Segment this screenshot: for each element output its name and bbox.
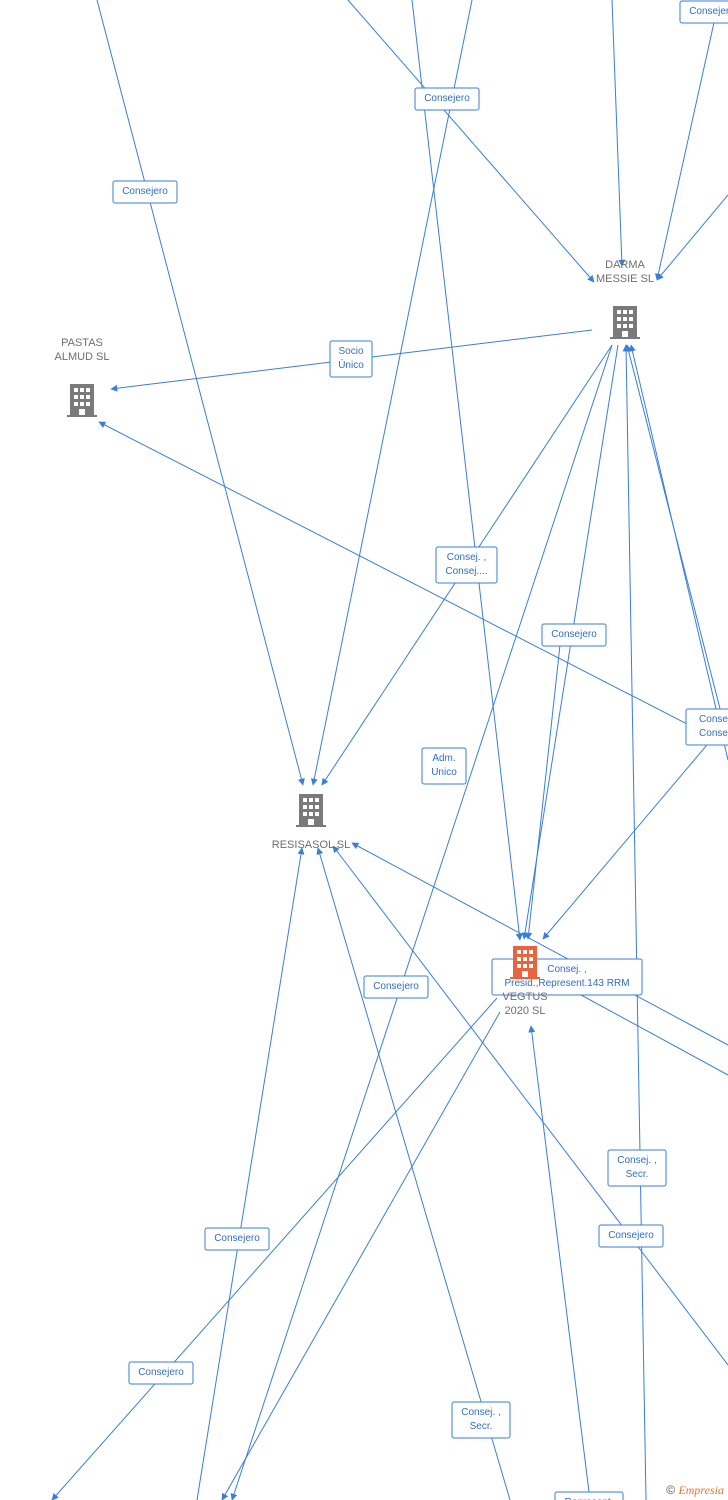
node-pastas[interactable]: PASTAS ALMUD SL [54,337,110,417]
edge-label-text: Consejero [373,981,419,992]
footer: © Empresia [664,1483,726,1498]
edge-2 [347,0,595,283]
edge-10 [542,719,728,940]
edge-label-l6[interactable]: Consejero [541,623,607,647]
edge-label-l7[interactable]: Consej. Consej. [685,708,728,746]
edge-label-text: Represent. [565,1497,614,1500]
company-nodes: PASTAS ALMUD SL DARMA MESSIE SL RESISASOL SL… [54,259,654,1017]
building-icon [510,946,540,979]
edge-labels: ConsejeroConsejeroConsejeroSocioÚnicoCon… [112,0,728,1500]
edge-label-l12[interactable]: Consejero [598,1224,664,1248]
edge-label-text: Unico [431,767,457,778]
node-pastas-name-line: ALMUD SL [54,351,109,363]
edge-label-l11[interactable]: Consej. , Secr. [607,1149,667,1187]
edge-13 [351,842,728,1046]
edge-20 [528,1025,591,1500]
edge-label-text: Consejero [214,1233,260,1244]
edge-label-text: Consej. , [461,1407,500,1418]
edge-11 [230,344,613,1500]
edge-21 [622,344,647,1500]
edges [51,0,728,1500]
edge-5 [611,0,626,267]
edge-label-text: Consej. , [547,964,586,975]
copyright-text: © [666,1483,676,1497]
node-resisasol[interactable]: RESISASOL SL [272,794,350,851]
edge-label-text: Consej. [699,728,728,739]
edge-1 [96,0,305,786]
edge-23 [625,344,728,741]
edge-label-text: Consejero [424,93,470,104]
edge-19 [332,845,728,1366]
edge-15 [51,997,498,1500]
edge-7 [656,194,728,281]
edge-label-text: Consej. , [447,552,486,563]
edge-label-text: Consej. , [617,1155,656,1166]
node-darma-name-line: MESSIE SL [596,273,654,285]
edge-label-text: Consej.... [445,566,487,577]
edge-17 [196,847,305,1500]
edge-22 [629,344,728,761]
node-darma[interactable]: DARMA MESSIE SL [596,259,654,339]
edge-label-text: Único [338,358,364,371]
edge-label-l9[interactable]: Consejero [363,975,429,999]
node-vegtus-name-line: 2020 SL [505,1005,546,1017]
edge-18 [316,847,511,1500]
node-vegtus[interactable]: VEGTUS 2020 SL [502,946,548,1017]
edge-12 [98,421,728,746]
node-pastas-name-line: PASTAS [61,337,103,349]
edge-label-text: Consejero [689,6,728,17]
edge-label-text: Adm. [432,753,455,764]
edge-label-text: Consejero [551,629,597,640]
node-darma-name-line: DARMA [605,259,645,271]
edge-label-l13[interactable]: Consejero [204,1227,270,1251]
building-icon [296,794,326,827]
edge-label-l8[interactable]: Adm. Unico [421,747,467,785]
edge-24 [525,644,561,940]
edge-label-l2[interactable]: Consejero [414,87,480,111]
edge-4 [310,0,473,786]
edge-label-text: Consejero [138,1367,184,1378]
empresia-logo[interactable]: Empresia [678,1483,724,1497]
edge-3 [411,0,523,941]
edge-label-l16[interactable]: Represent. [554,1491,624,1500]
edge-label-text: Secr. [470,1421,493,1432]
edge-label-text: Secr. [626,1169,649,1180]
edge-label-l5[interactable]: Consej. , Consej.... [435,546,498,584]
edge-label-l1[interactable]: Consejero [112,180,178,204]
edge-16 [221,1011,501,1500]
building-icon [610,306,640,339]
edge-label-l14[interactable]: Consejero [128,1361,194,1385]
node-vegtus-name-line: VEGTUS [502,991,547,1003]
edge-label-text: Socio [338,346,363,357]
edge-6 [654,17,716,281]
edge-label-l3[interactable]: Consejero [679,0,728,24]
edge-label-l15[interactable]: Consej. , Secr. [451,1401,511,1439]
building-icon [67,384,97,417]
edge-label-text: Consej. [699,714,728,725]
edge-label-text: Consejero [608,1230,654,1241]
edge-label-text: Presid.,Represent.143 RRM [504,978,629,989]
edge-label-text: Consejero [122,186,168,197]
node-resisasol-name-line: RESISASOL SL [272,839,350,851]
